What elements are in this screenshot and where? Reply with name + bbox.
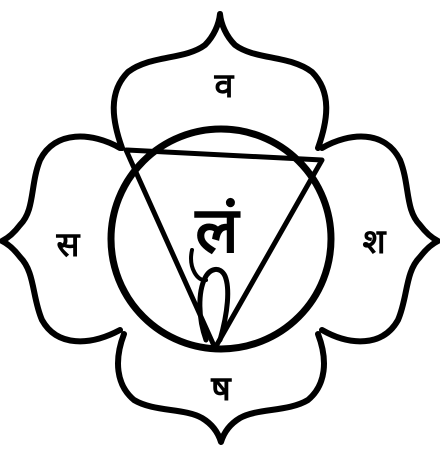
petal-letter-bottom: ष (210, 369, 232, 409)
center-bija-syllable: लं (194, 194, 241, 268)
petal-letter-top: व (214, 66, 235, 106)
petal-letter-left: स (56, 225, 81, 265)
petal-letter-right: श (362, 222, 387, 262)
